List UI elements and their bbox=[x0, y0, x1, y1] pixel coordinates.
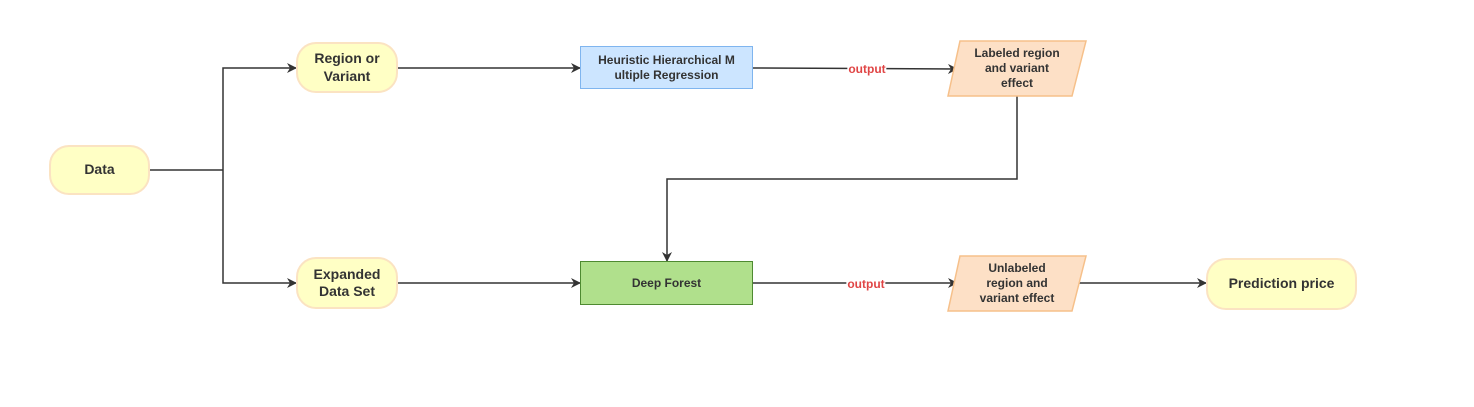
edge-label-output-bottom: output bbox=[846, 277, 886, 291]
node-prediction-price[interactable]: Prediction price bbox=[1206, 258, 1357, 310]
labeled-effect-shape bbox=[947, 40, 1087, 97]
edge-labeled-effect-to-deep-forest bbox=[662, 96, 1018, 262]
unlabeled-effect-shape bbox=[947, 255, 1087, 312]
edge-data-to-region-variant bbox=[222, 63, 297, 170]
node-unlabeled-region-variant-effect[interactable]: Unlabeled region and variant effect bbox=[979, 261, 1055, 305]
node-deep-forest[interactable]: Deep Forest bbox=[580, 261, 753, 305]
node-expanded-dataset[interactable]: Expanded Data Set bbox=[296, 257, 398, 309]
edge-label-output-top: output bbox=[847, 62, 887, 76]
edge-data-to-expanded-dataset bbox=[222, 170, 297, 288]
node-region-variant[interactable]: Region or Variant bbox=[296, 42, 398, 93]
node-labeled-region-variant-effect[interactable]: Labeled region and variant effect bbox=[974, 46, 1060, 90]
node-heuristic-hierarchical-multiple-regression[interactable]: Heuristic Hierarchical M ultiple Regress… bbox=[580, 46, 753, 89]
node-data[interactable]: Data bbox=[49, 145, 150, 195]
